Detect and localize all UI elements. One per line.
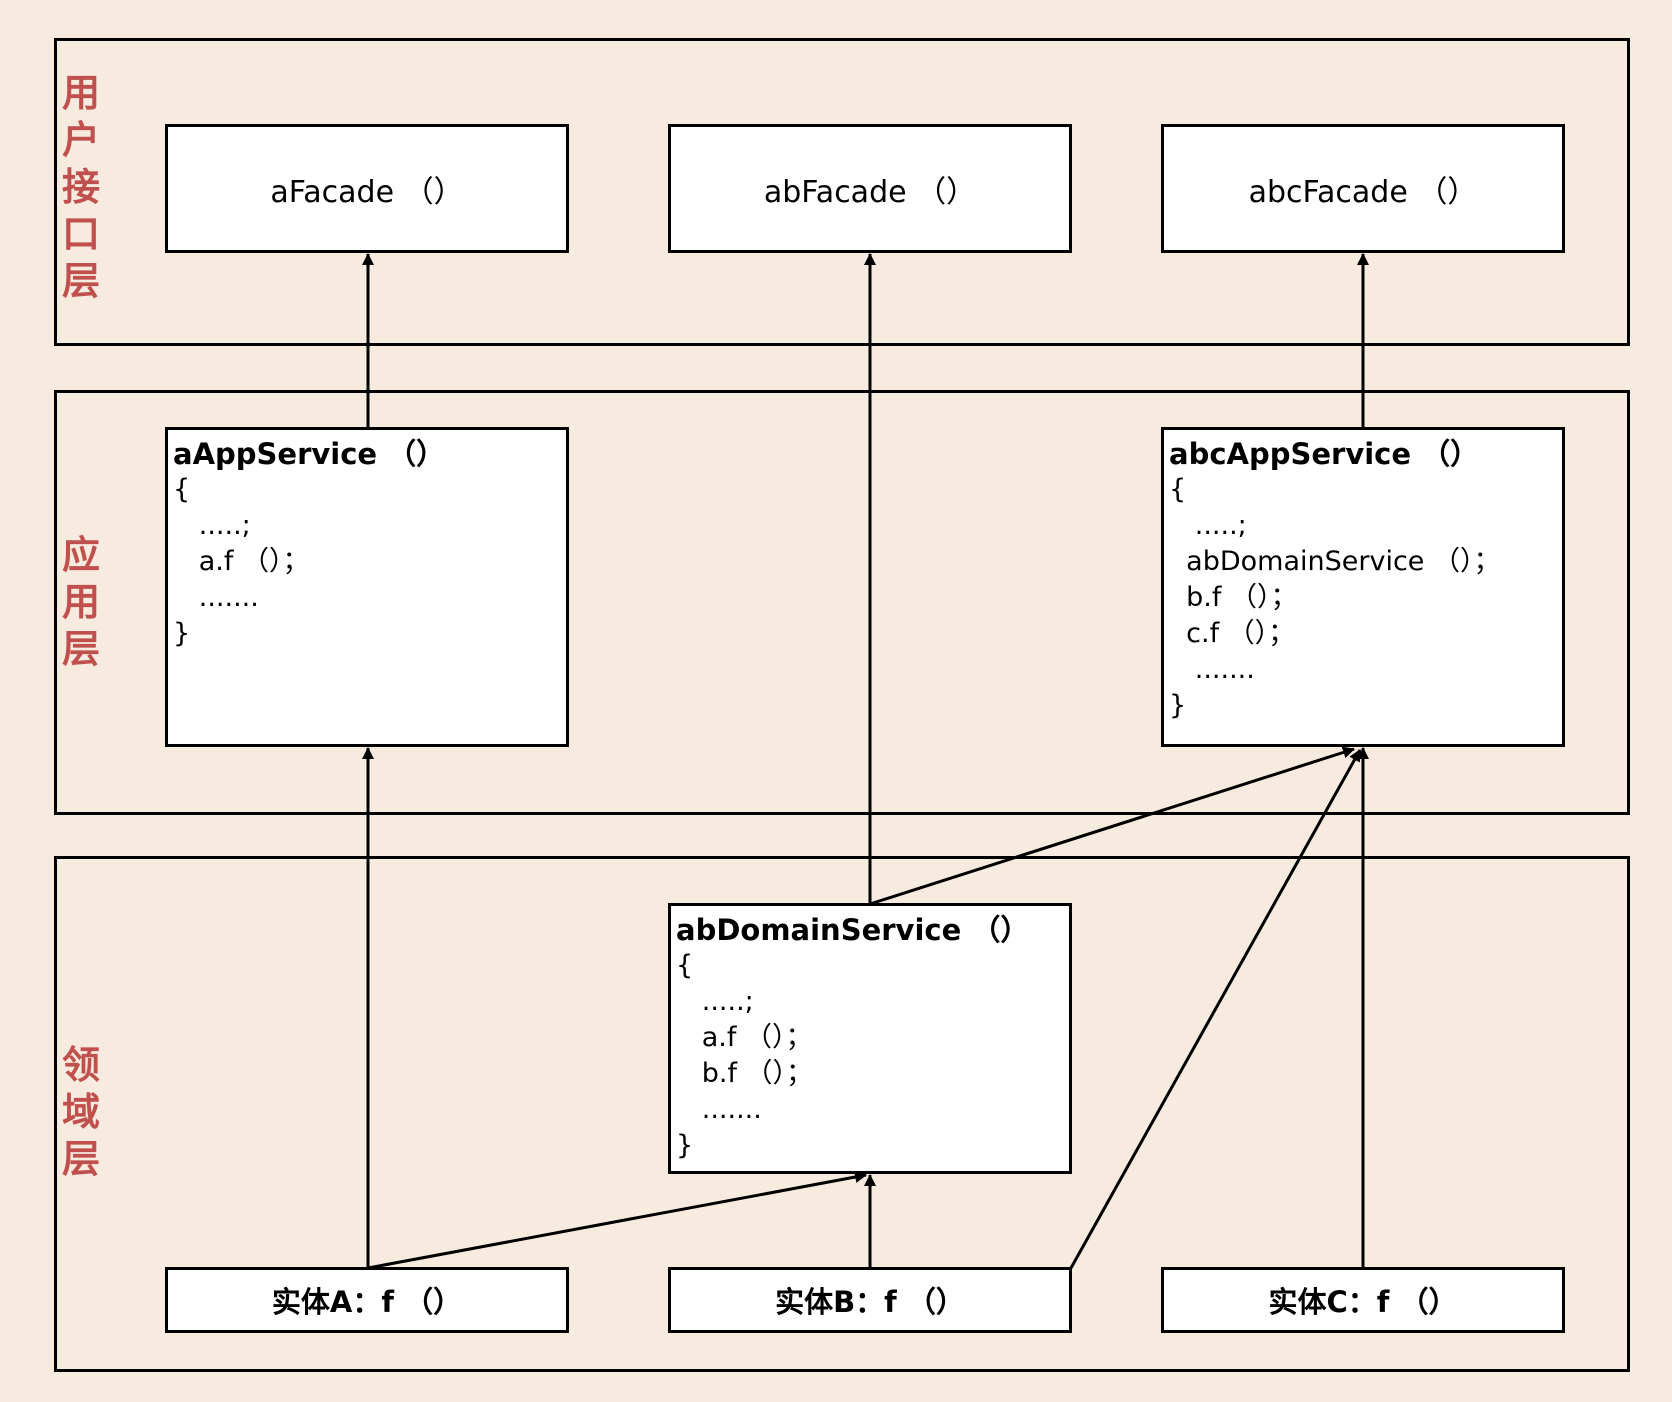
code-line: b.f （）； [1169, 582, 1298, 613]
abcappservice-title: abcAppService （） [1169, 437, 1480, 471]
ui-layer [54, 38, 1630, 346]
code-line: ....... [173, 582, 259, 613]
domain-layer-label: 领 域 层 [61, 1043, 100, 1181]
code-line: b.f （）； [676, 1058, 814, 1089]
abcappservice-box: abcAppService （） { .....; abDomainServic… [1161, 427, 1565, 747]
abfacade-box: abFacade （） [668, 124, 1072, 253]
aappservice-title: aAppService （） [173, 437, 446, 471]
domain-layer [54, 856, 1630, 1372]
entity-a-label: 实体A：f （） [271, 1285, 463, 1319]
code-line: c.f （）； [1169, 618, 1296, 649]
arrow-abdomainservice-to-abcappservice [869, 746, 1355, 906]
code-line: } [173, 618, 191, 649]
entity-c-box: 实体C：f （） [1161, 1267, 1565, 1333]
code-line: .....; [1169, 510, 1247, 541]
code-line: } [1169, 690, 1187, 721]
abdomainservice-box: abDomainService （） { .....; a.f （）； b.f … [668, 903, 1072, 1174]
code-line: .....; [173, 510, 251, 541]
code-line: abDomainService （）； [1169, 546, 1501, 577]
arrow-entity-a-to-abdomainservice [367, 1171, 867, 1270]
entity-b-box: 实体B：f （） [668, 1267, 1072, 1333]
code-line: { [173, 474, 191, 505]
arrow-entity-b-to-abcappservice [1069, 749, 1362, 1269]
abdomainservice-title: abDomainService （） [676, 913, 1030, 947]
aappservice-box: aAppService （） { .....; a.f （）； ....... … [165, 427, 569, 747]
afacade-box: aFacade （） [165, 124, 569, 253]
ui-layer-label: 用 户 接 口 层 [61, 71, 100, 303]
afacade-label: aFacade （） [270, 174, 464, 210]
application-layer [54, 390, 1630, 815]
application-layer-label: 应 用 层 [61, 533, 100, 671]
entity-c-label: 实体C：f （） [1268, 1285, 1458, 1319]
code-line: { [676, 950, 694, 981]
code-line: { [1169, 474, 1187, 505]
code-line: a.f （）； [173, 546, 310, 577]
abfacade-label: abFacade （） [763, 174, 977, 210]
code-line: } [676, 1130, 694, 1161]
entity-b-label: 实体B：f （） [775, 1285, 965, 1319]
code-line: ....... [676, 1094, 762, 1125]
code-line: a.f （）； [676, 1022, 813, 1053]
entity-a-box: 实体A：f （） [165, 1267, 569, 1333]
code-line: ....... [1169, 654, 1255, 685]
abcfacade-box: abcFacade （） [1161, 124, 1565, 253]
abcfacade-label: abcFacade （） [1248, 174, 1478, 210]
code-line: .....; [676, 986, 754, 1017]
